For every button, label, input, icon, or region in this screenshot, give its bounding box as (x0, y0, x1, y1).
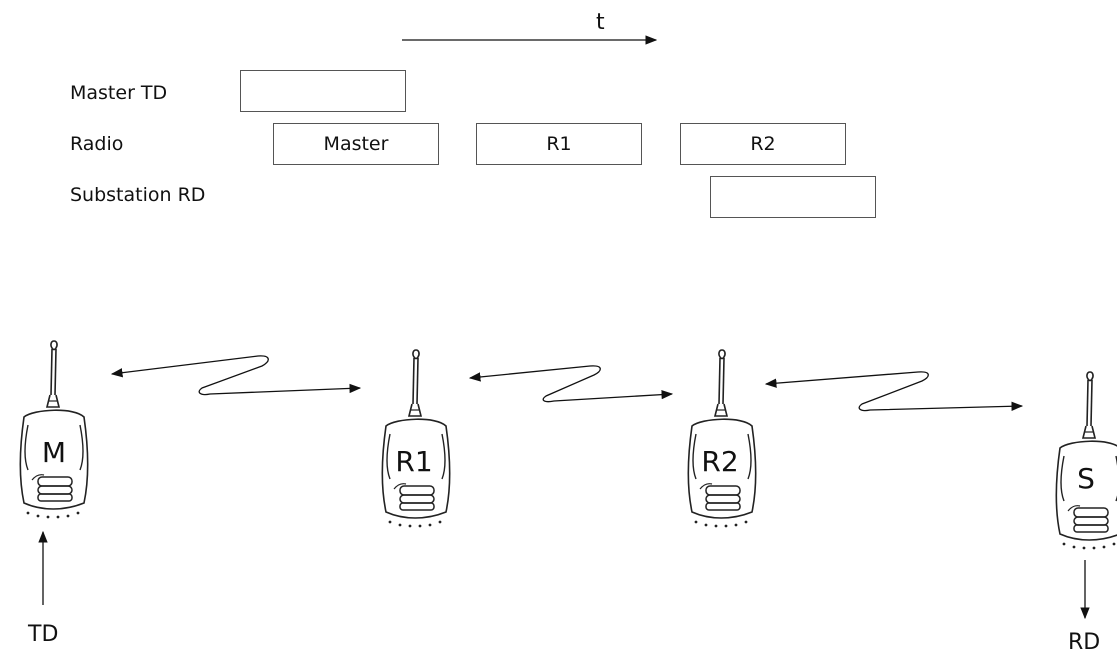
radio-substation (1055, 371, 1117, 551)
row-label-radio: Radio (70, 133, 124, 155)
radio-r2 (687, 349, 757, 529)
row-label-master-td: Master TD (70, 82, 168, 104)
time-axis-label: t (596, 10, 605, 35)
radio-label-r1: R1 (395, 445, 432, 478)
radio-slot-master: Master (273, 123, 439, 165)
radio-label-m: M (42, 436, 66, 469)
link-r2-s (764, 371, 1024, 412)
radio-r1 (381, 349, 451, 529)
rd-label: RD (1068, 630, 1101, 655)
substation-rd-slot (710, 176, 876, 218)
master-td-slot (240, 70, 406, 112)
td-label: TD (28, 622, 59, 647)
radio-slot-r2: R2 (680, 123, 846, 165)
radio-slot-r1: R1 (476, 123, 642, 165)
link-r1-r2 (468, 365, 674, 403)
radio-label-r2: R2 (701, 445, 738, 478)
radio-label-s: S (1077, 462, 1095, 495)
radio-master (19, 340, 89, 520)
link-m-r1 (110, 355, 362, 396)
row-label-substation-rd: Substation RD (70, 184, 206, 206)
